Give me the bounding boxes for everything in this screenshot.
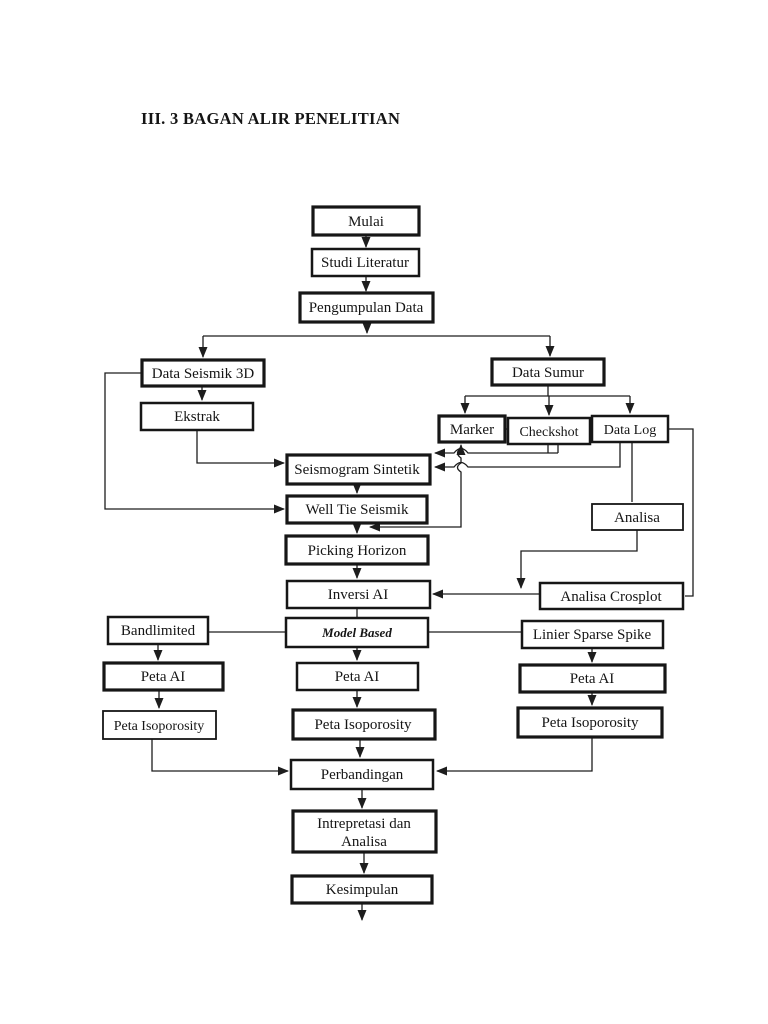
node-linier-sparse-spike-box [520,619,665,650]
arrow-ekstrak-to-seismogram-sintetik [196,430,285,468]
node-peta-isoporosity-right-label: Peta Isoporosity [541,715,639,731]
node-peta-ai-left: Peta AI [102,661,225,692]
line-data-log-to-analisa-crosplot [668,428,694,597]
node-pengumpulan-data-label: Pengumpulan Data [309,300,424,316]
node-inversi-ai-label: Inversi AI [328,587,388,603]
node-peta-isoporosity-center: Peta Isoporosity [291,708,437,741]
node-data-sumur-label: Data Sumur [512,365,584,381]
arrow-data-log-to-seismogram-sintetik [434,442,621,472]
node-peta-ai-center-label: Peta AI [335,669,380,685]
node-peta-isoporosity-right: Peta Isoporosity [516,706,664,739]
node-inversi-ai: Inversi AI [285,579,432,610]
node-marker-label: Marker [450,422,494,438]
node-kesimpulan-label: Kesimpulan [326,882,399,898]
node-intrepretasi-dan-analisa-box [291,809,438,854]
node-peta-isoporosity-center-label: Peta Isoporosity [314,717,412,733]
arrow-peta-isoporosity-right-to-perbandingan [436,737,593,776]
arrow-peta-isoporosity-left-to-perbandingan [151,739,289,776]
node-data-seismik-3d: Data Seismik 3D [140,358,266,388]
node-marker: Marker [437,414,507,444]
node-peta-isoporosity-center-box [291,708,437,741]
node-kesimpulan: Kesimpulan [290,874,434,905]
node-peta-isoporosity-left: Peta Isoporosity [102,710,217,740]
node-picking-horizon-label: Picking Horizon [308,543,407,559]
node-data-log: Data Log [590,414,670,444]
stub-checkshot-bottom [547,444,559,453]
node-data-seismik-3d-label: Data Seismik 3D [152,366,255,382]
node-marker-box [437,414,507,444]
branch-line-data-sumur [465,385,630,397]
node-peta-ai-right: Peta AI [518,663,667,694]
node-peta-ai-center-box [295,661,420,692]
node-peta-ai-left-label: Peta AI [141,669,186,685]
node-perbandingan-box [289,758,435,791]
node-intrepretasi-line2: Analisa [341,834,387,850]
node-perbandingan: Perbandingan [289,758,435,791]
node-intrepretasi-line1: Intrepretasi dan [317,816,411,832]
node-peta-ai-center: Peta AI [295,661,420,692]
node-peta-isoporosity-left-label: Peta Isoporosity [114,719,205,734]
arrow-checkshot-to-seismogram-sintetik [434,447,558,458]
arrow-well-tie-feedback-to-marker [369,444,466,532]
node-bandlimited-label: Bandlimited [121,623,196,639]
node-linier-sparse-spike-label: Linier Sparse Spike [533,627,652,643]
node-kesimpulan-box [290,874,434,905]
node-peta-ai-right-box [518,663,667,694]
node-data-sumur: Data Sumur [490,357,606,387]
page-title: III. 3 BAGAN ALIR PENELITIAN [141,109,400,128]
node-ekstrak: Ekstrak [139,401,255,432]
node-bandlimited: Bandlimited [106,615,210,646]
node-mulai-box [311,205,421,237]
node-analisa-label: Analisa [614,510,660,526]
node-model-based-box [284,616,430,649]
node-checkshot-box [506,416,592,446]
node-analisa-crosplot-label: Analisa Crosplot [560,589,662,605]
node-picking-horizon-box [284,534,430,566]
node-intrepretasi-dan-analisa: Intrepretasi dan Analisa [291,809,438,854]
node-pengumpulan-data-box [298,291,435,324]
node-analisa-box [591,503,684,531]
node-bandlimited-box [106,615,210,646]
node-inversi-ai-box [285,579,432,610]
node-linier-sparse-spike: Linier Sparse Spike [520,619,665,650]
node-pengumpulan-data: Pengumpulan Data [298,291,435,324]
node-data-seismik-3d-box [140,358,266,388]
node-ekstrak-label: Ekstrak [174,409,220,425]
node-analisa: Analisa [591,503,684,531]
node-peta-ai-left-box [102,661,225,692]
node-mulai: Mulai [311,205,421,237]
node-studi-literatur-box [310,247,421,278]
node-model-based: Model Based [284,616,430,649]
node-mulai-label: Mulai [348,214,384,230]
node-seismogram-sintetik: Seismogram Sintetik [285,453,432,486]
node-ekstrak-box [139,401,255,432]
node-seismogram-sintetik-label: Seismogram Sintetik [294,462,420,478]
node-data-sumur-box [490,357,606,387]
node-seismogram-sintetik-box [285,453,432,486]
node-model-based-label: Model Based [321,625,392,640]
node-perbandingan-label: Perbandingan [321,767,404,783]
node-studi-literatur-label: Studi Literatur [321,255,409,271]
node-studi-literatur: Studi Literatur [310,247,421,278]
node-checkshot-label: Checkshot [519,425,578,440]
node-peta-ai-right-label: Peta AI [570,671,615,687]
node-peta-isoporosity-left-box [102,710,217,740]
node-checkshot: Checkshot [506,416,592,446]
node-well-tie-seismik-box [285,494,429,525]
node-picking-horizon: Picking Horizon [284,534,430,566]
node-well-tie-seismik: Well Tie Seismik [285,494,429,525]
node-data-log-box [590,414,670,444]
node-analisa-crosplot-box [538,581,685,611]
node-analisa-crosplot: Analisa Crosplot [538,581,685,611]
node-well-tie-seismik-label: Well Tie Seismik [306,502,409,518]
arrow-data-seismik-3d-to-well-tie-seismik [104,372,285,514]
arrow-analisa-to-inversi-junction [516,530,638,589]
node-peta-isoporosity-right-box [516,706,664,739]
node-data-log-label: Data Log [604,423,656,438]
